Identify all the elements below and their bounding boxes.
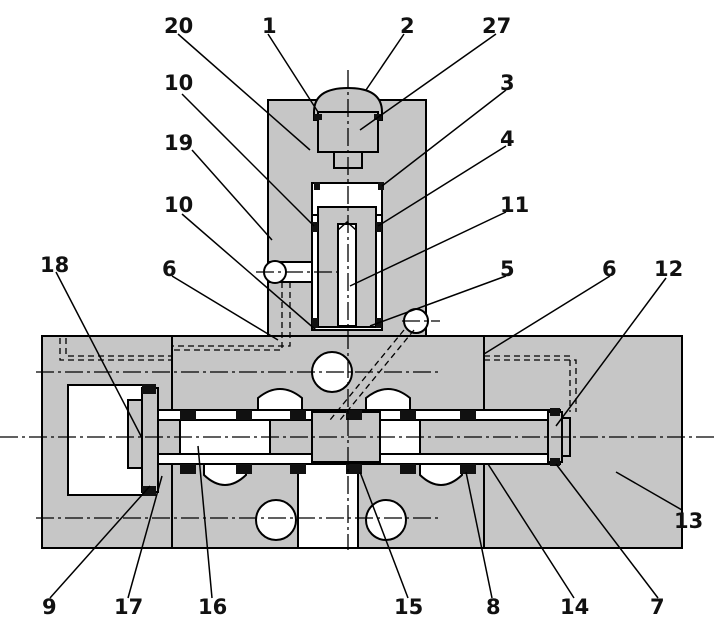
- label-17: 17: [114, 595, 143, 619]
- label-6-right: 6: [602, 257, 617, 281]
- label-4: 4: [500, 127, 515, 151]
- label-14: 14: [560, 595, 589, 619]
- label-7: 7: [650, 595, 665, 619]
- spool-seals: [142, 384, 560, 496]
- label-8: 8: [486, 595, 501, 619]
- label-16: 16: [198, 595, 227, 619]
- label-6-left: 6: [162, 257, 177, 281]
- plunger: [337, 223, 357, 327]
- label-15: 15: [394, 595, 423, 619]
- label-1: 1: [262, 14, 277, 38]
- label-20: 20: [164, 14, 193, 38]
- label-9: 9: [42, 595, 57, 619]
- label-5: 5: [500, 257, 515, 281]
- pilot-housing: [263, 86, 429, 337]
- label-19: 19: [164, 131, 193, 155]
- label-11: 11: [500, 193, 529, 217]
- label-12: 12: [654, 257, 683, 281]
- label-10-upper: 10: [164, 71, 193, 95]
- center-lines: [0, 70, 718, 550]
- label-10-lower: 10: [164, 193, 193, 217]
- label-13: 13: [674, 509, 703, 533]
- callout-labels: 1 2 20 27 3 10 4 19 10 11 5 6 6 18 12 13…: [40, 14, 703, 619]
- label-27: 27: [482, 14, 511, 38]
- leader-lines: [49, 33, 683, 599]
- label-3: 3: [500, 71, 515, 95]
- label-18: 18: [40, 253, 69, 277]
- hidden-passages: [59, 282, 577, 421]
- label-2: 2: [400, 14, 415, 38]
